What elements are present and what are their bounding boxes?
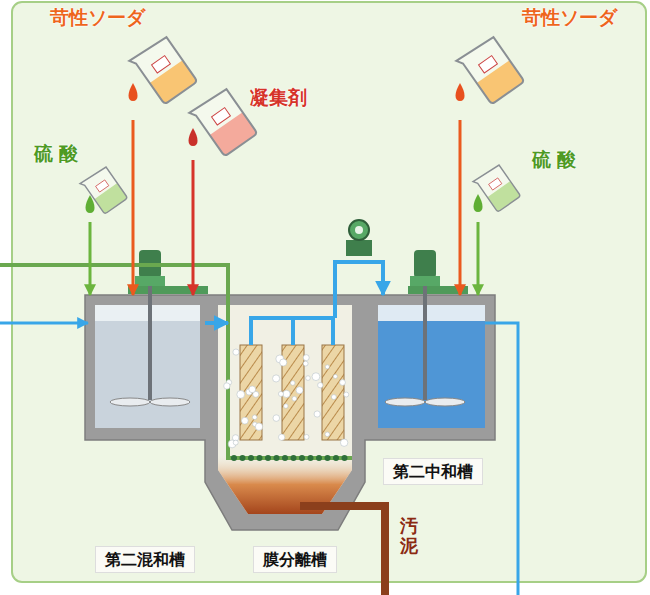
flow-arrow [205,321,228,325]
permeate-pipe [251,295,335,345]
membrane-module [240,345,344,440]
mixing-water [95,305,200,428]
chemical-label: 硫酸 [34,142,84,165]
dosing-arrow [477,222,480,295]
outflow-pipe [485,323,518,595]
pump [346,220,372,256]
chemical-beaker: 硫酸 [466,140,590,222]
tank-label: 膜分離槽 [253,546,337,573]
air-bubbles [224,349,349,448]
dosing-arrow [459,120,462,295]
chemical-beaker: 苛性ソーダ [450,4,630,120]
air-diffuser [231,455,348,461]
background-panel [12,2,646,582]
chemical-beaker: 硫酸 [30,140,130,222]
tank-label: 第二混和槽 [95,546,195,573]
mixer [385,250,468,406]
dosing-arrow [192,160,195,295]
chemical-label: 苛性ソーダ [50,6,145,29]
chemical-beaker: 凝集剤 [180,84,320,160]
tank-concrete [85,295,495,530]
chemical-label: 硫酸 [532,148,582,171]
dosing-arrow [132,120,135,295]
sludge-label: 汚泥 [400,516,418,556]
inflow-pipe [0,322,88,325]
dosing-arrow [89,222,92,295]
chemical-label: 苛性ソーダ [522,6,617,29]
chemical-label: 凝集剤 [250,86,307,109]
tank-node: 膜分離槽 [228,295,362,573]
neutral-water [378,305,485,428]
tank-label: 第二中和槽 [383,458,483,485]
tank-node: 第二混和槽 [85,295,205,573]
chemical-beaker: 苛性ソーダ [48,4,188,120]
flow-arrow [335,262,383,295]
tank-node: 第二中和槽 [370,295,495,485]
air-pipe [0,265,352,458]
